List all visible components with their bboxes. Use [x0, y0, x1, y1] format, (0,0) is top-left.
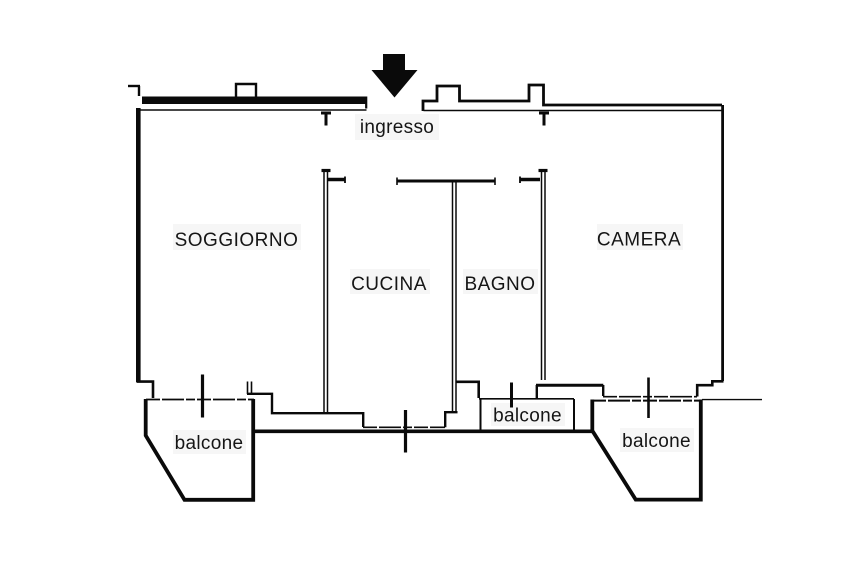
entrance: ingresso [360, 54, 434, 138]
balcony-left-outline [143, 399, 256, 502]
entrance-arrow-icon [371, 54, 418, 98]
door-jamb-right [539, 111, 549, 126]
room-label-cucina: CUCINA [351, 274, 427, 295]
wall-bagno-camera [519, 168, 548, 380]
wall-soggiorno-cucina [321, 168, 346, 413]
balcony-label-left: balcone [175, 433, 244, 454]
balcony-right-outline [590, 399, 703, 502]
soggiorno-bottom-step-left [136, 380, 155, 398]
bottom-walls [136, 380, 762, 434]
room-label-soggiorno: SOGGIORNO [175, 230, 299, 251]
bagno-bottom-step [456, 380, 480, 398]
room-labels: SOGGIORNO CUCINA BAGNO CAMERA [175, 230, 681, 296]
balcony-label-right: balcone [622, 431, 691, 452]
bottom-step-mid-right [444, 411, 458, 428]
door-jamb-left [321, 111, 331, 126]
bottom-step-mid [247, 392, 365, 427]
opening-marks [200, 374, 650, 453]
top-wall-left-pillar [234, 82, 258, 97]
camera-bottom-corner [695, 380, 724, 397]
entrance-label: ingresso [360, 117, 434, 138]
balconies [143, 399, 703, 502]
top-wall-left [142, 96, 367, 104]
balcony-label-middle: balcone [493, 406, 562, 427]
balcony-labels: balcone balcone balcone [175, 406, 691, 455]
top-wall-right [421, 83, 722, 111]
interior-walls [321, 168, 548, 413]
room-label-bagno: BAGNO [464, 274, 535, 295]
label-halos [173, 114, 694, 454]
exterior-walls [128, 82, 724, 382]
room-label-camera: CAMERA [597, 230, 681, 251]
wall-cucina-bagno [396, 177, 496, 412]
